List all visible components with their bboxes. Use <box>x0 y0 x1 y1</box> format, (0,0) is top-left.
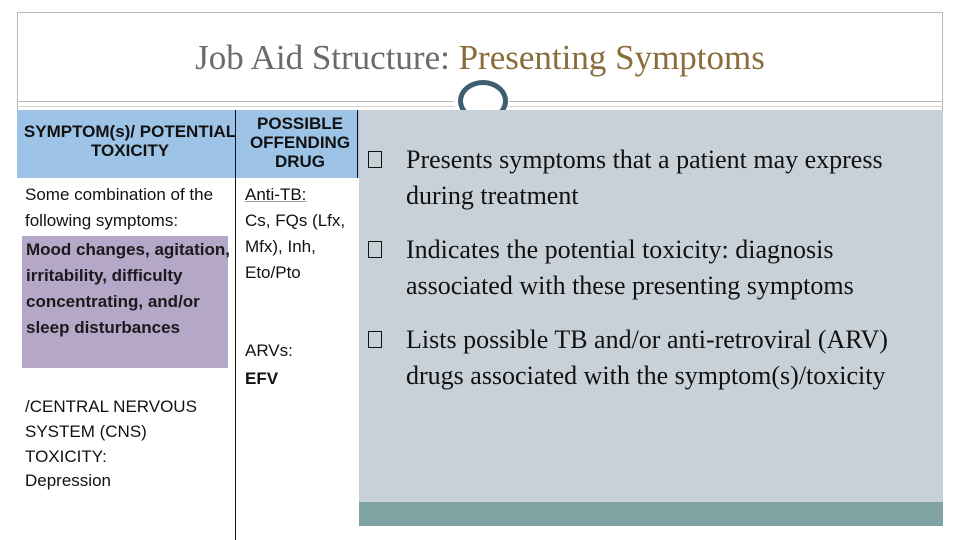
square-bullet-icon <box>368 151 382 168</box>
panel-footer-bar <box>359 502 943 526</box>
header-right-border <box>357 110 358 178</box>
content-panel <box>359 110 943 502</box>
column-divider <box>235 110 236 540</box>
potential-toxicity: /CENTRAL NERVOUS SYSTEM (CNS) TOXICITY: <box>25 397 197 466</box>
bullet-item: Presents symptoms that a patient may exp… <box>366 142 938 214</box>
diagnosis: Depression <box>25 471 111 490</box>
anti-tb-drugs: Cs, FQs (Lfx, Mfx), Inh, Eto/Pto <box>245 211 346 282</box>
symptoms-intro: Some combination of the following sympto… <box>25 185 214 230</box>
arv-drugs: EFV <box>245 369 279 388</box>
arv-label: ARVs: <box>245 341 293 360</box>
bullet-list: Presents symptoms that a patient may exp… <box>366 142 938 412</box>
square-bullet-icon <box>368 331 382 348</box>
bullet-item: Lists possible TB and/or anti-retroviral… <box>366 322 938 394</box>
slide-title: Job Aid Structure: Presenting Symptoms <box>0 38 960 78</box>
highlighted-symptoms: Mood changes, agitation, irritability, d… <box>26 240 231 337</box>
anti-tb-block: Anti-TB: Cs, FQs (Lfx, Mfx), Inh, Eto/Pt… <box>245 182 357 286</box>
bullet-item: Indicates the potential toxicity: diagno… <box>366 232 938 304</box>
title-main: Job Aid Structure: <box>195 38 459 77</box>
job-aid-table: SYMPTOM(s)/ POTENTIAL TOXICITY POSSIBLE … <box>17 110 359 540</box>
title-accent: Presenting Symptoms <box>458 38 765 77</box>
symptom-highlight <box>22 236 228 368</box>
square-bullet-icon <box>368 241 382 258</box>
table-header: SYMPTOM(s)/ POTENTIAL TOXICITY POSSIBLE … <box>17 110 359 178</box>
anti-tb-label: Anti-TB: <box>245 185 307 204</box>
header-offending-drug: POSSIBLE OFFENDING DRUG <box>249 114 351 171</box>
header-symptoms: SYMPTOM(s)/ POTENTIAL TOXICITY <box>23 122 237 160</box>
